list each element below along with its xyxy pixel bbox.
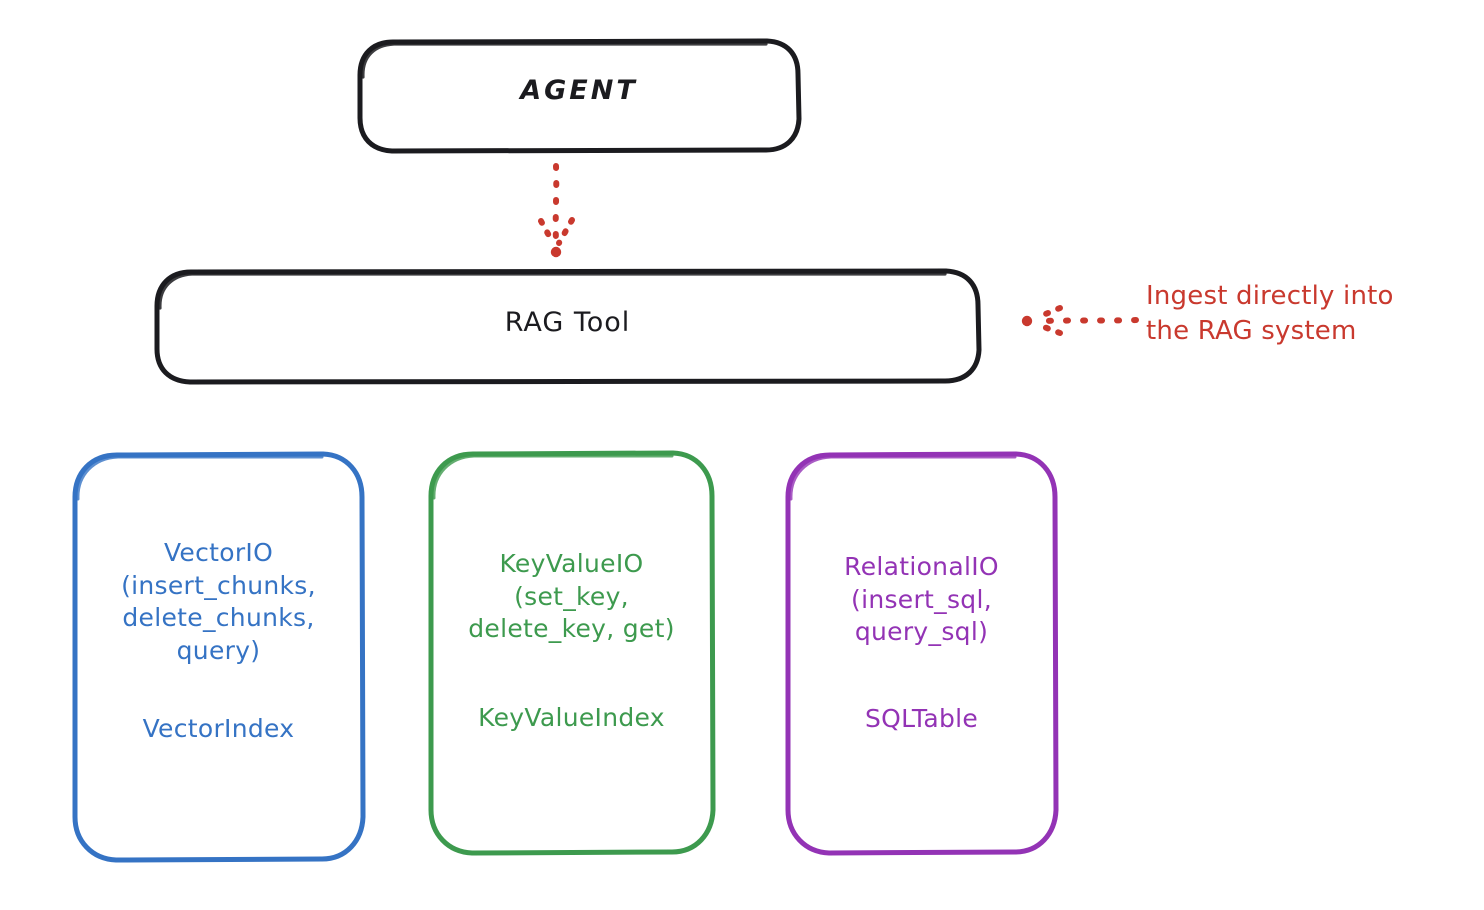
node-agent[interactable]: AGENT — [357, 38, 802, 154]
relational-io-box-outline — [785, 451, 1059, 856]
vector-io-box-outline — [72, 451, 366, 863]
node-vector-io-index: VectorIndex — [142, 714, 295, 743]
node-relational-io-index: SQLTable — [864, 704, 979, 733]
connector-agent-to-rag-tool — [538, 163, 575, 258]
node-key-value-io-api: KeyValueIO (set_key, delete_key, get) — [468, 549, 675, 643]
node-key-value-io-index: KeyValueIndex — [478, 703, 665, 732]
node-rag-tool-label: RAG Tool — [504, 307, 631, 338]
node-relational-io[interactable]: RelationalIO (insert_sql, query_sql) SQL… — [784, 451, 1059, 856]
node-key-value-io[interactable]: KeyValueIO (set_key, delete_key, get) Ke… — [427, 450, 716, 856]
key-value-io-box-outline — [428, 450, 716, 856]
annotation-ingest-note: Ingest directly into the RAG system — [1146, 281, 1394, 347]
agent-box-outline — [357, 38, 802, 154]
node-vector-io-api: VectorIO (insert_chunks, delete_chunks, … — [121, 538, 316, 665]
node-vector-io[interactable]: VectorIO (insert_chunks, delete_chunks, … — [71, 451, 366, 863]
rag-tool-box-outline — [154, 268, 982, 385]
connector-note-to-rag-tool — [1021, 305, 1139, 336]
node-agent-label: AGENT — [520, 75, 638, 106]
node-rag-tool[interactable]: RAG Tool — [154, 268, 982, 385]
node-relational-io-api: RelationalIO (insert_sql, query_sql) — [844, 552, 999, 646]
